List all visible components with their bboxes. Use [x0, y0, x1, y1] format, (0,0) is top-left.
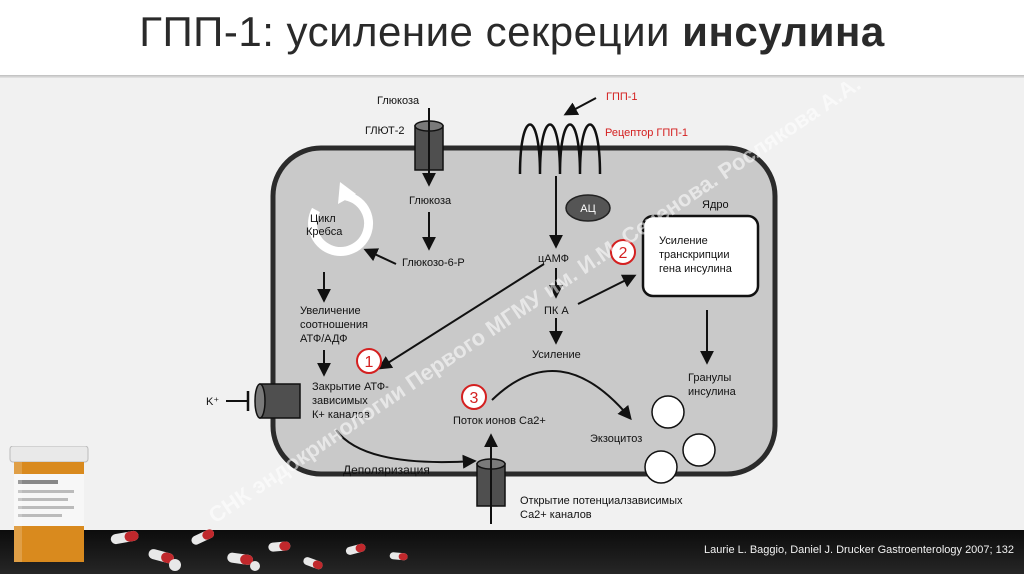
label-ca-flux: Поток ионов Са2+ [453, 415, 546, 427]
label-k-plus: K⁺ [206, 396, 219, 408]
label-exocytosis: Экзоцитоз [590, 433, 642, 445]
footer-bar: Laurie L. Baggio, Daniel J. Drucker Gast… [0, 530, 1024, 574]
step-3-number: 3 [470, 390, 479, 407]
glp1-receptor-coil [518, 123, 602, 175]
step-2-badge [610, 239, 636, 265]
label-nucleus-1: Усиление [659, 235, 708, 247]
label-pka: ПК А [544, 305, 569, 317]
label-krebs-2: Кребса [306, 226, 343, 238]
label-katp-2: зависимых [312, 395, 368, 407]
label-glut2: ГЛЮТ-2 [365, 125, 405, 137]
label-nucleus-2: транскрипции [659, 249, 729, 261]
label-ca-channel-2: Са2+ каналов [520, 509, 592, 521]
arrow-glp1-receptor [563, 97, 597, 116]
label-nucleus: Ядро [702, 199, 729, 211]
arrow-pka-nucleus [577, 274, 637, 305]
insulin-granule [682, 433, 716, 467]
label-glucose-outside: Глюкоза [377, 95, 420, 107]
pill-bottle-image [9, 446, 89, 562]
slide-title: ГПП-1: усиление секреции инсулина [0, 8, 1024, 56]
label-glp1: ГПП-1 [606, 91, 638, 103]
insulin-granule [651, 395, 685, 429]
krebs-cycle-icon [308, 182, 374, 256]
label-depolarization: Деполяризация [343, 463, 430, 477]
label-granules-2: инсулина [688, 386, 737, 398]
citation-text: Laurie L. Baggio, Daniel J. Drucker Gast… [703, 544, 1014, 556]
katp-channel [254, 383, 301, 419]
arrow-camp-katp [377, 263, 545, 370]
title-divider [0, 75, 1024, 78]
label-atp-3: АТФ/АДФ [300, 333, 348, 345]
label-ca-channel-1: Открытие потенциалзависимых [520, 495, 683, 507]
step-2-number: 2 [619, 245, 628, 262]
label-camp: цАМФ [538, 253, 569, 265]
label-katp-1: Закрытие АТФ- [312, 381, 389, 393]
label-granules-1: Гранулы [688, 372, 731, 384]
label-atp-1: Увеличение [300, 305, 361, 317]
label-nucleus-3: гена инсулина [659, 263, 733, 275]
label-enhance: Усиление [532, 349, 581, 361]
step-3-badge [461, 384, 487, 410]
ac-enzyme [565, 194, 611, 222]
arrow-depolarization [335, 429, 477, 469]
beta-cell-diagram: 1 2 3 Глюкоза ГЛЮТ-2 Глюкоза Глюкозо-6-Р… [204, 78, 865, 528]
arrow-g6p-krebs [363, 248, 397, 265]
nucleus-box [641, 214, 760, 298]
step-1-number: 1 [365, 354, 374, 371]
label-atp-2: соотношения [300, 319, 368, 331]
label-glucose-inside: Глюкоза [409, 195, 452, 207]
title-main: ГПП-1: усиление секреции [139, 8, 670, 55]
label-katp-3: К+ каналов [312, 409, 370, 421]
arrow-calcium-exocytosis [491, 369, 632, 421]
step-1-badge [356, 348, 382, 374]
label-glucose-6p: Глюкозо-6-Р [402, 257, 465, 269]
label-receptor: Рецептор ГПП-1 [605, 127, 688, 139]
label-krebs-1: Цикл [310, 213, 336, 225]
title-bold: инсулина [682, 8, 885, 55]
insulin-granule [644, 450, 678, 484]
label-ac: АЦ [580, 203, 595, 215]
